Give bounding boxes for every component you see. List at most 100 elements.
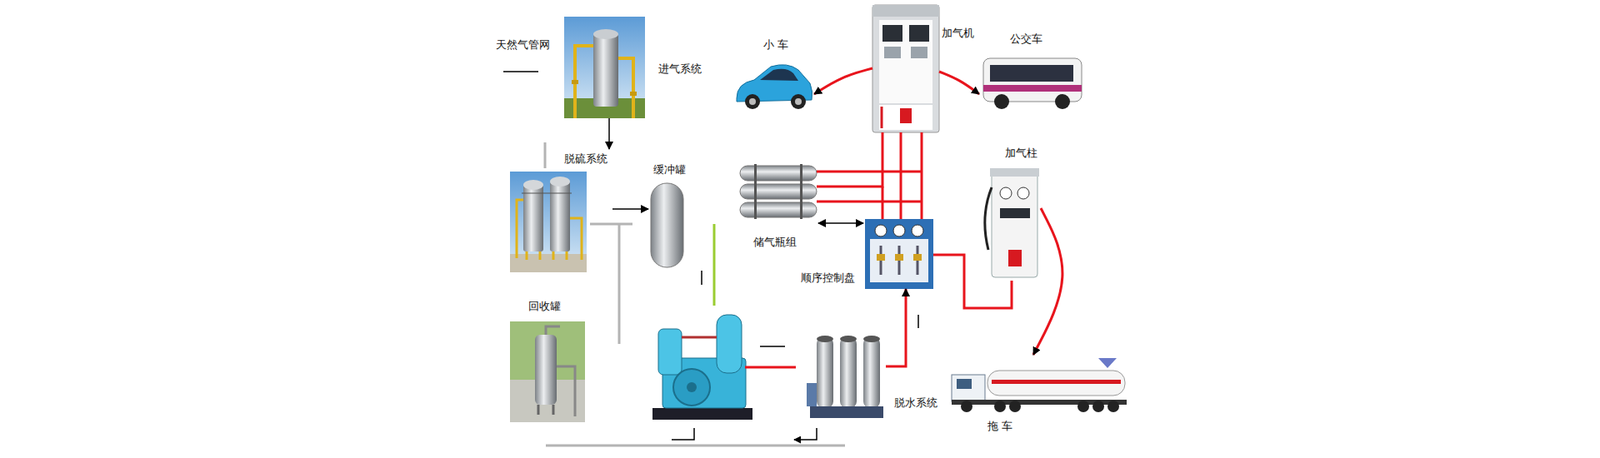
buffer-tank-picture: [650, 183, 684, 268]
dehydrator-picture: [840, 335, 857, 343]
filling-post-picture: [1000, 187, 1012, 200]
intake-system-photo: [593, 33, 619, 107]
control-panel-picture: [875, 225, 887, 237]
flow-connector: [885, 289, 906, 367]
control-panel-picture: [895, 254, 904, 261]
tube-trailer-picture: [951, 375, 985, 402]
dispenser-picture: [910, 46, 928, 59]
filling-post-picture: [990, 168, 1040, 177]
storage-cylinders-picture: [740, 184, 817, 200]
desulfurization-photo: [550, 176, 570, 187]
equipment-node: 顺序控制盘: [865, 219, 934, 290]
recovery-tank-photo: [538, 405, 554, 415]
pipe-lines: [503, 71, 922, 446]
dispenser-picture: [880, 106, 884, 129]
car-picture: [736, 65, 813, 110]
dispenser-picture: [872, 5, 940, 17]
compressor-picture: [673, 369, 710, 406]
dehydrator-picture: [816, 335, 834, 343]
desulfurization-photo: [516, 200, 524, 259]
equipment-label: 加气机: [941, 26, 975, 40]
equipment-label: 小 车: [763, 38, 789, 52]
recovery-tank-photo: [510, 321, 585, 423]
control-panel-picture: [911, 225, 924, 237]
control-panel-picture: [876, 254, 885, 261]
car-picture: [760, 69, 799, 81]
control-panel-picture: [880, 245, 918, 275]
equipment-label: 储气瓶组: [753, 235, 797, 250]
desulfurization-photo: [510, 171, 587, 273]
filling-post-picture: [1017, 187, 1030, 200]
control-panel-picture: [870, 239, 929, 283]
intake-system-photo: [564, 16, 645, 119]
equipment-node: 脱水系统: [805, 326, 886, 424]
flow-connector: [1033, 208, 1063, 355]
flow-connector: [816, 132, 883, 187]
tube-trailer-picture: [1107, 400, 1120, 413]
equipment-label: 进气系统: [658, 62, 702, 76]
tube-trailer-picture: [1098, 358, 1117, 369]
dispenser-picture: [872, 5, 940, 133]
desulfurization-photo: [550, 181, 570, 252]
compressor-picture: [716, 315, 742, 374]
filling-post-picture: [1000, 208, 1030, 219]
compressor-picture: [658, 329, 682, 375]
flow-connector: [818, 222, 864, 225]
flow-connector: [814, 68, 873, 95]
dispenser-picture: [882, 25, 903, 42]
car-picture: [745, 94, 760, 110]
car-picture: [749, 98, 756, 105]
tube-trailer-picture: [987, 370, 1125, 396]
pipe-lines: [545, 142, 845, 446]
storage-cylinders-picture: [740, 164, 817, 220]
control-panel-picture: [913, 254, 922, 261]
storage-cylinders-picture: [754, 164, 757, 220]
bus-picture: [990, 65, 1074, 82]
dehydrator-picture: [806, 335, 884, 419]
intake-system-photo: [618, 58, 634, 119]
pipe-lines: [713, 224, 716, 306]
desulfurization-photo: [523, 180, 544, 190]
dispenser-picture: [884, 46, 901, 59]
filling-post-picture: [991, 170, 1038, 278]
tube-trailer-picture: [991, 380, 1121, 385]
car-picture: [795, 98, 802, 105]
dispenser-picture: [909, 25, 930, 42]
flow-connector: [939, 71, 980, 95]
intake-system-photo: [630, 91, 637, 96]
intake-system-photo: [571, 80, 579, 85]
equipment-node: 公交车: [981, 55, 1084, 110]
dehydrator-picture: [806, 383, 817, 407]
dispenser-picture: [900, 108, 912, 124]
dispenser-picture: [872, 5, 940, 133]
compressor-picture: [681, 336, 717, 340]
equipment-node: 进气系统: [564, 16, 645, 119]
desulfurization-photo: [521, 193, 572, 195]
equipment-label: 脱水系统: [894, 396, 938, 410]
pipe-lines: [745, 132, 922, 368]
tube-trailer-picture: [1077, 400, 1090, 413]
equipment-label: 拖 车: [987, 420, 1013, 434]
bus-picture: [994, 94, 1010, 110]
filling-post-picture: [985, 168, 1040, 278]
equipment-node: 储气瓶组: [740, 163, 817, 230]
flow-connector: [612, 208, 649, 210]
bus-picture: [983, 58, 1082, 110]
dehydrator-picture: [863, 337, 880, 409]
equipment-node: 回收罐: [510, 321, 585, 423]
equipment-node: 小 车: [735, 60, 812, 113]
filling-post-picture: [1008, 250, 1022, 267]
compressor-picture: [686, 382, 697, 393]
equipment-node: 拖 车: [949, 356, 1131, 409]
recovery-tank-photo: [545, 326, 560, 335]
storage-cylinders-picture: [740, 165, 817, 181]
equipment-label: 公交车: [1010, 32, 1043, 46]
tube-trailer-picture: [1092, 400, 1105, 413]
tube-trailer-picture: [1009, 400, 1021, 413]
dehydrator-picture: [840, 337, 857, 409]
tube-trailer-picture: [951, 358, 1127, 413]
tube-trailer-picture: [960, 400, 973, 413]
